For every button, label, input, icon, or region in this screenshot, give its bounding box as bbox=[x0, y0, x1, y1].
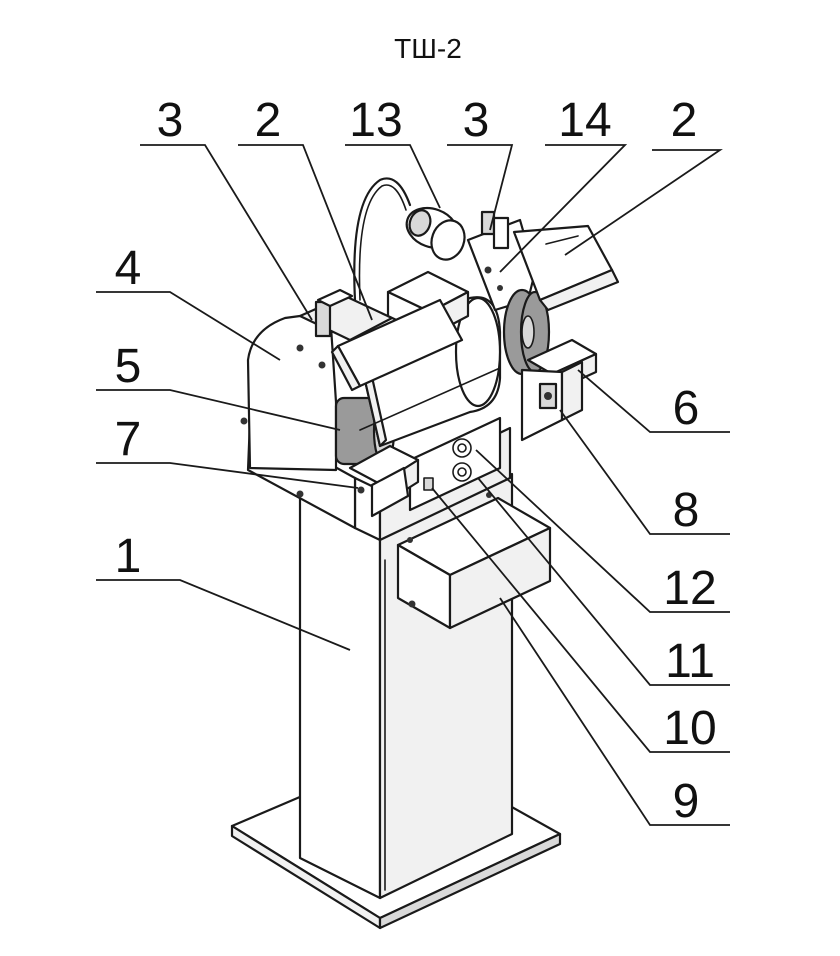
left-shield-bracket bbox=[314, 288, 354, 338]
callout-labels: 3 2 13 3 14 2 4 5 7 1 6 8 12 11 10 9 bbox=[115, 94, 717, 828]
switch-icon bbox=[423, 477, 434, 491]
callout-11: 11 bbox=[665, 635, 715, 688]
callout-2-left: 2 bbox=[255, 94, 282, 147]
right-tool-rest bbox=[520, 338, 598, 442]
callout-2-right: 2 bbox=[671, 94, 698, 147]
work-lamp bbox=[353, 177, 466, 302]
callout-13: 13 bbox=[349, 94, 402, 147]
callout-14: 14 bbox=[558, 94, 611, 147]
leader-lines bbox=[96, 144, 730, 826]
callout-8: 8 bbox=[673, 484, 700, 537]
callout-9: 9 bbox=[673, 775, 700, 828]
callout-6: 6 bbox=[673, 382, 700, 435]
right-eye-shield bbox=[512, 224, 620, 312]
callout-3-left: 3 bbox=[157, 94, 184, 147]
grinder-machine bbox=[96, 144, 730, 930]
callout-5: 5 bbox=[115, 340, 142, 393]
callout-12: 12 bbox=[663, 562, 716, 615]
callout-4: 4 bbox=[115, 242, 142, 295]
callout-1: 1 bbox=[115, 530, 142, 583]
callout-3-right: 3 bbox=[463, 94, 490, 147]
left-tool-rest bbox=[348, 444, 420, 518]
control-panel bbox=[408, 416, 502, 512]
callout-10: 10 bbox=[663, 702, 716, 755]
diagram-title: ТШ-2 bbox=[394, 33, 462, 64]
left-eye-shield bbox=[330, 298, 464, 392]
callout-7: 7 bbox=[115, 413, 142, 466]
